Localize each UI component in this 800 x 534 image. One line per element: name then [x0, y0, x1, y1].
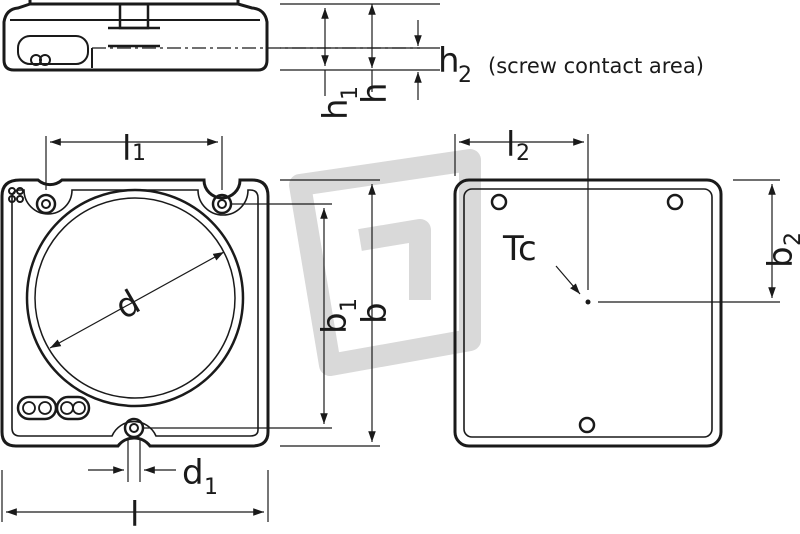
label-b2: b 2 — [761, 232, 800, 268]
l2-subscript: 2 — [516, 141, 530, 166]
front-dimensions — [1, 136, 380, 522]
watermark-logo — [289, 149, 481, 376]
d-symbol: d — [109, 282, 148, 327]
side-view — [2, 0, 420, 72]
l1-subscript: 1 — [132, 141, 146, 166]
tc-point — [585, 299, 591, 305]
d1-symbol: d — [182, 453, 204, 493]
h-symbol: h — [355, 82, 395, 104]
b2-subscript: 2 — [781, 232, 800, 246]
b-symbol: b — [355, 302, 395, 324]
side-dimensions — [280, 3, 440, 100]
b1-symbol: b — [315, 312, 355, 334]
label-b1: b 1 — [315, 298, 362, 334]
label-d: d — [109, 282, 148, 327]
front-view — [0, 178, 270, 448]
l2-symbol: l — [506, 125, 515, 165]
l1-symbol: l — [122, 129, 131, 169]
label-h: h — [355, 82, 395, 104]
label-d1: d 1 — [182, 453, 218, 500]
label-b: b — [355, 302, 395, 324]
h1-subscript: 1 — [338, 86, 363, 100]
h1-symbol: h — [316, 98, 356, 120]
h2-symbol: h — [438, 41, 460, 81]
h2-note: (screw contact area) — [488, 54, 704, 78]
label-tc: Tc — [502, 229, 537, 269]
d1-subscript: 1 — [204, 475, 218, 500]
label-h2: h 2 (screw contact area) — [438, 41, 704, 88]
tc-label: Tc — [502, 229, 537, 269]
label-l1: l 1 — [122, 129, 146, 169]
label-l2: l 2 — [506, 125, 530, 166]
b1-subscript: 1 — [337, 298, 362, 312]
label-l: l — [130, 495, 139, 534]
l-symbol: l — [130, 495, 139, 534]
b2-symbol: b — [761, 246, 800, 268]
label-h1: h 1 — [316, 86, 363, 120]
h2-subscript: 2 — [458, 63, 472, 88]
back-dimensions — [454, 134, 780, 303]
